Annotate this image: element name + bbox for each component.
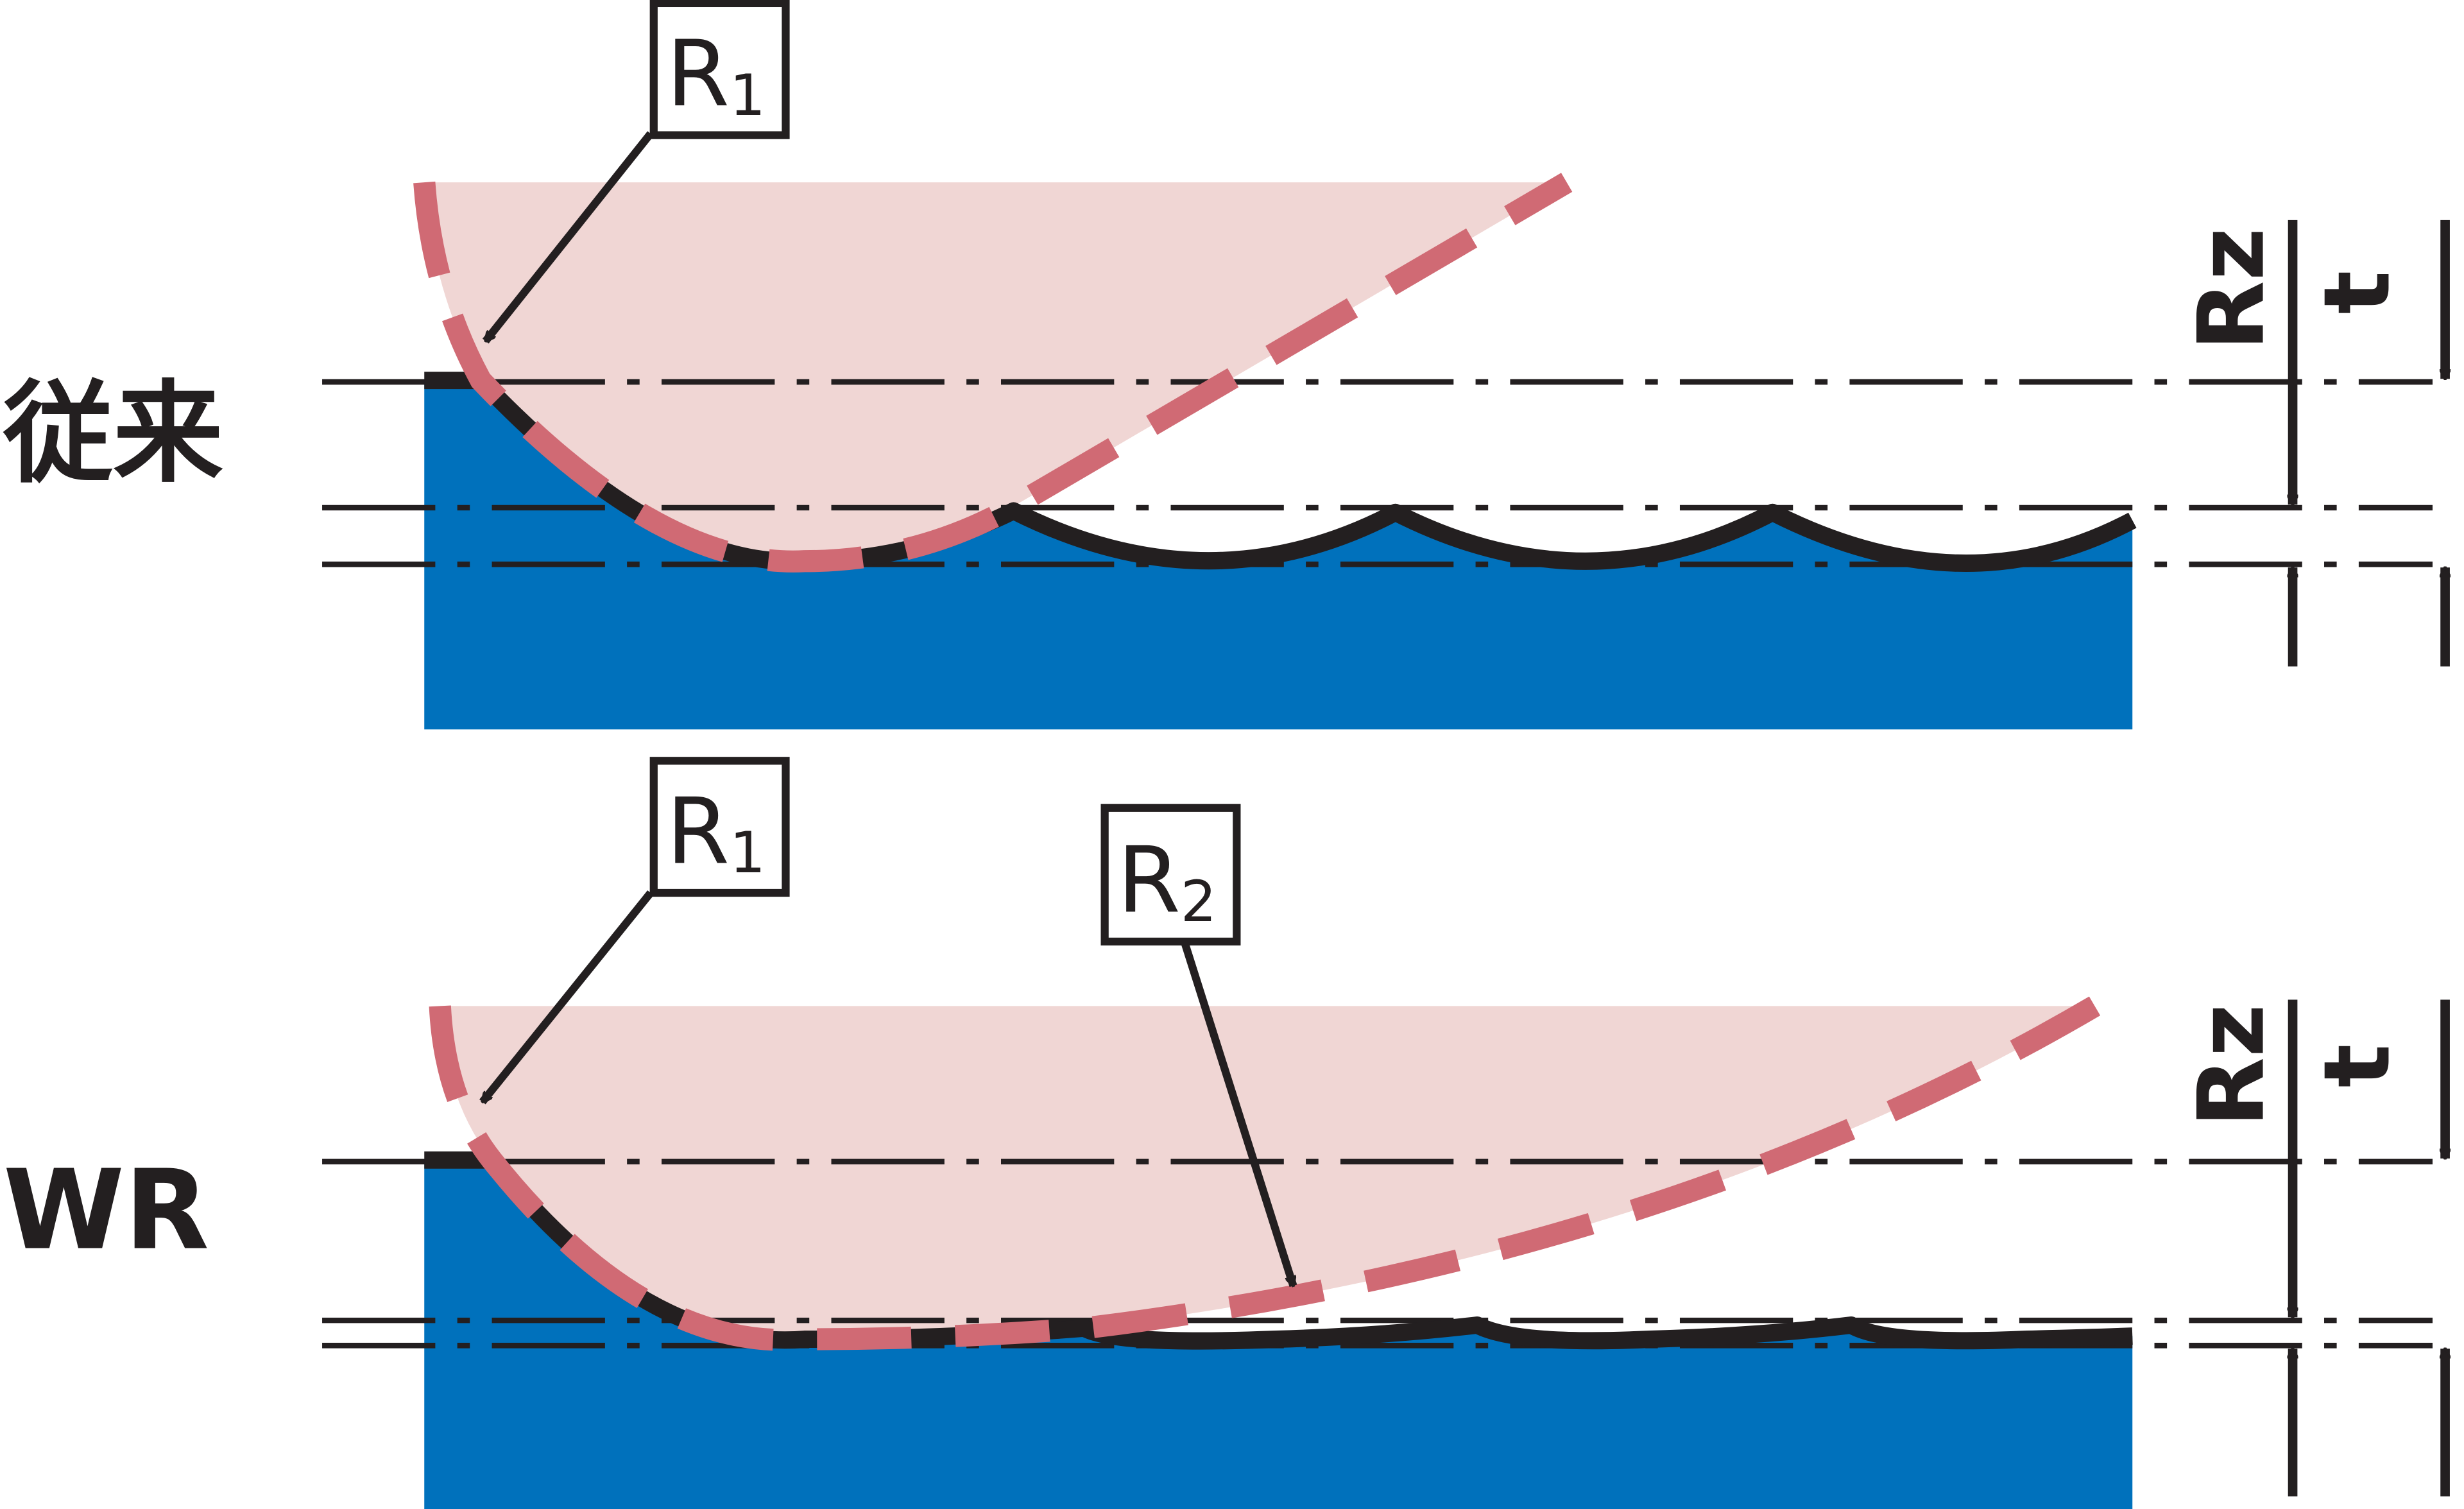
callout-box-r2 bbox=[1100, 804, 1241, 946]
callout-label-r1: R1 bbox=[666, 21, 766, 128]
row-label-wr: WR bbox=[3, 1146, 209, 1274]
callout-leader-r1 bbox=[479, 890, 654, 1102]
callout-box-r1 bbox=[649, 0, 790, 139]
surface-profile bbox=[424, 1151, 2133, 1350]
tool-body bbox=[440, 1006, 2095, 1340]
dim-label-t: t bbox=[2304, 271, 2410, 315]
tool-body bbox=[424, 182, 1567, 562]
dim-label-rz: Rz bbox=[2179, 1004, 2285, 1127]
row-label-conventional: 従来 bbox=[3, 370, 223, 498]
callout-leader-r1 bbox=[482, 131, 654, 341]
tool-edge bbox=[413, 173, 1573, 573]
dim-label-rz: Rz bbox=[2179, 228, 2285, 351]
workpiece-block bbox=[424, 1160, 2133, 1509]
surface-profile bbox=[424, 372, 2137, 572]
row-wr: R1 R2 WR Rz t bbox=[3, 757, 2445, 1509]
tool-edge bbox=[429, 996, 2101, 1351]
dim-label-t: t bbox=[2304, 1044, 2410, 1087]
row-conventional: R1 従来 Rz t bbox=[3, 0, 2445, 730]
callout-label-r2: R2 bbox=[1117, 827, 1217, 935]
callout-label-r1: R1 bbox=[666, 779, 766, 886]
callout-leader-r2 bbox=[1181, 942, 1297, 1286]
callout-box-r1 bbox=[649, 757, 790, 897]
